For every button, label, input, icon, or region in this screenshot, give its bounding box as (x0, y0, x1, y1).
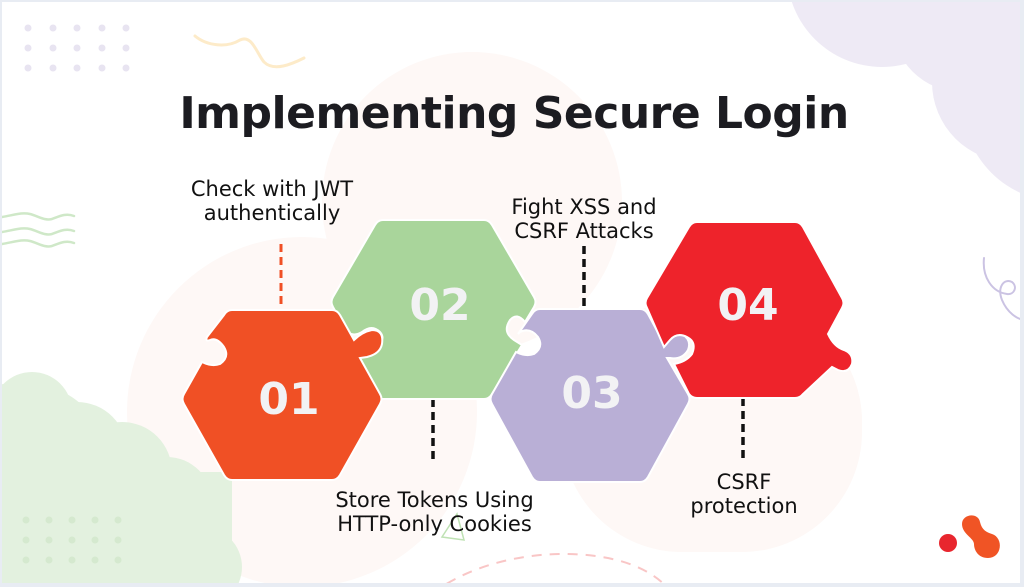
step-3-label-line-1: Fight XSS and (511, 195, 657, 219)
step-1-number: 01 (258, 374, 319, 425)
step-1-hexagon[interactable] (181, 309, 384, 481)
yellow-squiggle (193, 34, 306, 69)
lavender-cloud (791, 2, 1020, 193)
step-4-shape (644, 221, 854, 399)
dot-grid-top (24, 24, 130, 72)
step-4-label-line-2: protection (690, 494, 798, 518)
brand-logo-icon (939, 515, 1000, 558)
green-wave-lines (2, 212, 76, 248)
step-1-shape (181, 309, 384, 481)
step-1-label-line-2: authentically (203, 201, 341, 225)
step-2-label-line-1: Store Tokens Using (335, 488, 534, 512)
step-2-label: Store Tokens Using HTTP-only Cookies (312, 488, 557, 536)
step-2-number: 02 (409, 280, 470, 331)
step-2-label-line-2: HTTP-only Cookies (337, 512, 532, 536)
step-3-label: Fight XSS and CSRF Attacks (484, 195, 684, 243)
lavender-curl (982, 257, 1020, 320)
step-1-label-line-1: Check with JWT (190, 177, 354, 201)
green-cloud (2, 372, 242, 583)
green-triangle-outline (440, 512, 466, 541)
step-4-label-line-1: CSRF (716, 470, 772, 494)
step-4-number: 04 (717, 280, 778, 331)
step-3-number: 03 (561, 368, 622, 419)
step-4-label: CSRF protection (664, 470, 824, 518)
dot-grid-bottom (22, 516, 122, 564)
step-3-label-line-2: CSRF Attacks (514, 219, 654, 243)
step-1-label: Check with JWT authentically (172, 177, 372, 225)
pink-dashed-arc (446, 552, 665, 583)
step-4-hexagon[interactable] (644, 221, 854, 399)
page-title: Implementing Secure Login (179, 88, 849, 139)
